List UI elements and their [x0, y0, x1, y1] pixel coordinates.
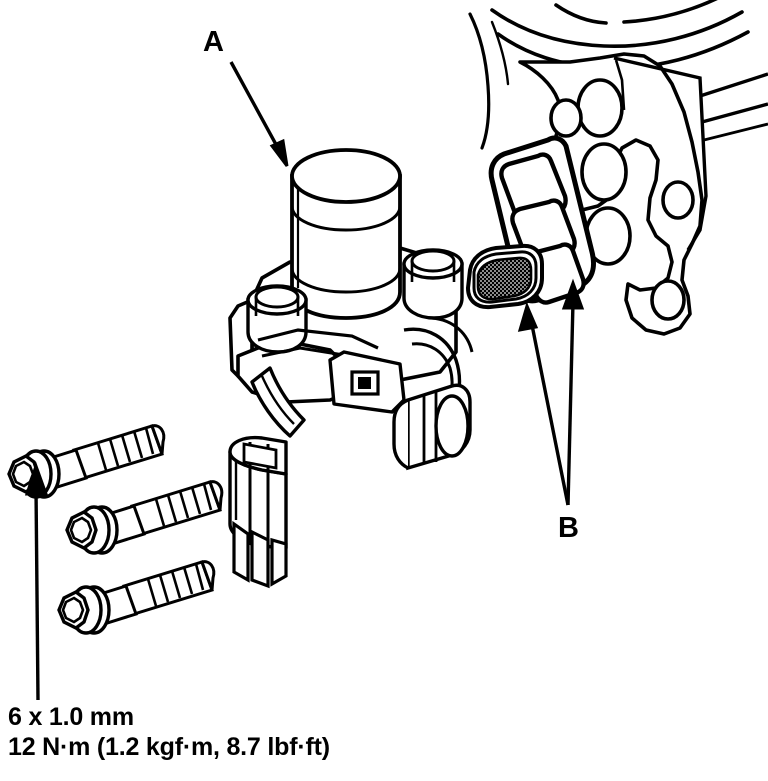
flange-bolt-lower	[57, 559, 216, 635]
engine-block-mounting-face	[468, 0, 750, 150]
torque-value-text: 12 N·m (1.2 kgf·m, 8.7 lbf·ft)	[8, 733, 330, 761]
torque-specification: 6 x 1.0 mm 12 N·m (1.2 kgf·m, 8.7 lbf·ft…	[8, 702, 478, 762]
callout-label-a: A	[203, 26, 224, 58]
torque-spec-arrow	[24, 461, 49, 701]
hose-port	[392, 383, 472, 471]
electrical-connector	[228, 435, 288, 589]
callout-label-b: B	[558, 512, 579, 544]
flange-bolt-middle	[65, 479, 224, 555]
hex-boss-left	[246, 284, 308, 354]
thread-size-text: 6 x 1.0 mm	[8, 703, 134, 731]
hex-boss-right	[402, 248, 464, 320]
small-oval-gasket	[465, 243, 544, 310]
callout-arrow-b	[517, 278, 585, 506]
callout-arrow-a	[229, 61, 289, 167]
solenoid-valve-assembly	[228, 148, 474, 471]
engine-block-body	[518, 52, 768, 336]
